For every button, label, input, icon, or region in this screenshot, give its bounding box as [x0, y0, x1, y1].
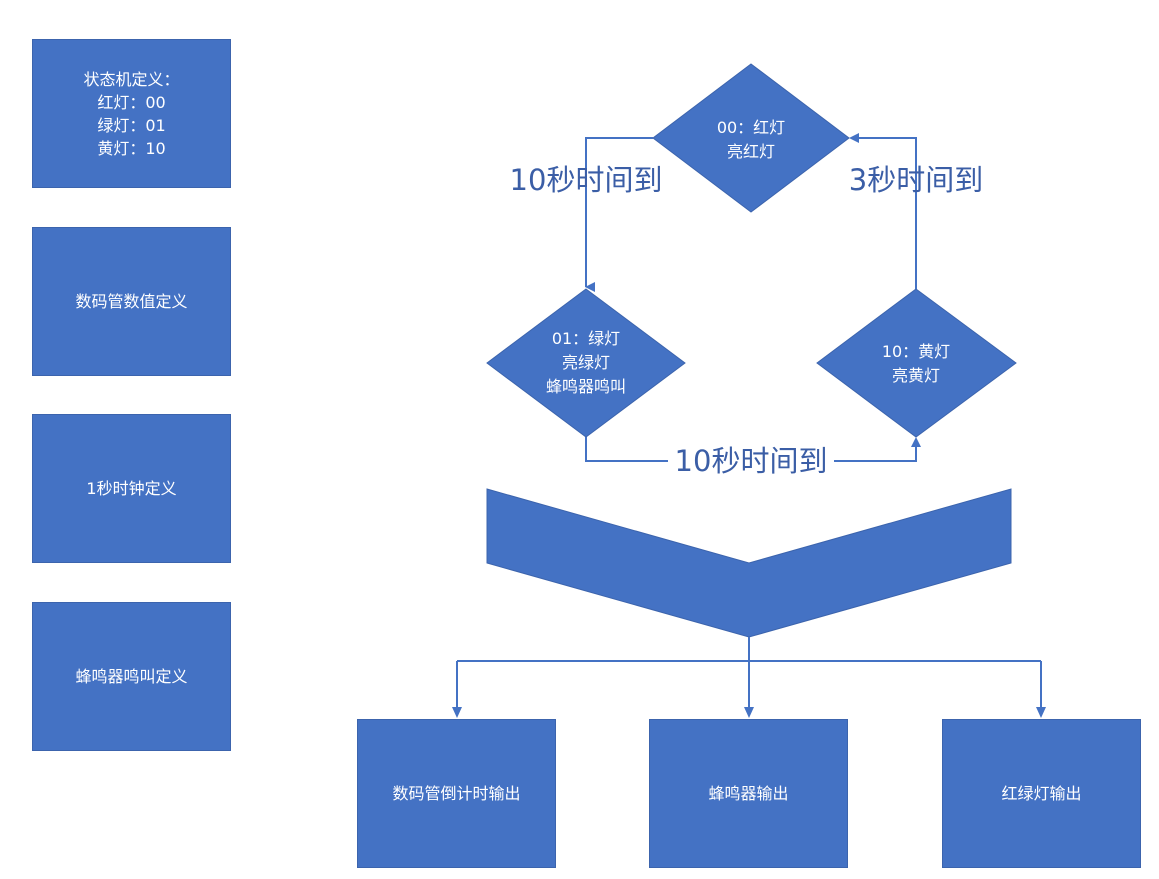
yellow-state-line: 10：黄灯: [882, 342, 950, 361]
clock-definition-box: 1秒时钟定义: [32, 414, 231, 563]
red-state-line: 00：红灯: [717, 118, 785, 137]
definition-line: 绿灯：01: [97, 115, 166, 135]
chevron-shape: [486, 488, 1012, 638]
state-machine-definition-box: 状态机定义： 红灯：00 绿灯：01 黄灯：10: [32, 39, 231, 188]
buzzer-definition-box: 蜂鸣器鸣叫定义: [32, 602, 231, 751]
output-label: 红绿灯输出: [1001, 784, 1082, 803]
green-to-yellow-label: 10秒时间到: [675, 444, 828, 478]
yellow-to-red-label: 3秒时间到: [849, 163, 983, 197]
output-label: 蜂鸣器输出: [708, 784, 789, 803]
green-to-yellow-arrowhead: [911, 437, 921, 447]
definition-line: 红灯：00: [97, 92, 166, 112]
definition-line: 数码管数值定义: [75, 292, 188, 311]
traffic-light-output-box: 红绿灯输出: [942, 719, 1141, 868]
red-state-line: 亮红灯: [727, 142, 775, 161]
green-to-yellow-label-background: [668, 445, 834, 477]
yellow-state-diamond: [816, 288, 1017, 438]
output-3-arrowhead: [1036, 707, 1046, 718]
display-value-definition-box: 数码管数值定义: [32, 227, 231, 376]
definition-line: 黄灯：10: [97, 138, 166, 158]
output-2-arrowhead: [744, 707, 754, 718]
yellow-state-line: 亮黄灯: [892, 366, 940, 385]
definition-line: 蜂鸣器鸣叫定义: [75, 667, 188, 686]
yellow-to-red-connector: [853, 137, 917, 289]
red-to-green-connector: [585, 137, 653, 292]
countdown-display-output-box: 数码管倒计时输出: [357, 719, 556, 868]
definition-line: 状态机定义：: [83, 69, 180, 89]
red-state-diamond: [652, 63, 850, 213]
green-state-line: 蜂鸣器鸣叫: [546, 377, 626, 396]
definition-line: 1秒时钟定义: [86, 479, 177, 498]
red-to-green-label: 10秒时间到: [510, 163, 663, 197]
output-1-arrowhead: [452, 707, 462, 718]
green-state-line: 亮绿灯: [562, 353, 610, 372]
buzzer-output-box: 蜂鸣器输出: [649, 719, 848, 868]
green-state-line: 01：绿灯: [552, 329, 620, 348]
output-label: 数码管倒计时输出: [392, 784, 521, 803]
yellow-to-red-arrowhead: [849, 133, 859, 143]
